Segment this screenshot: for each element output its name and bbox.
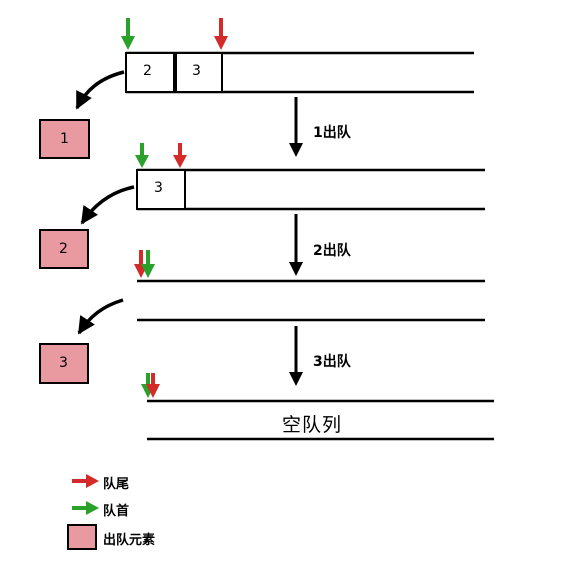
dequeued-box	[39, 119, 90, 159]
legend-head-label: 队首	[103, 504, 130, 519]
dequeued-box	[39, 343, 89, 384]
dequeued-box	[39, 229, 89, 269]
queue-cell	[175, 52, 223, 93]
dequeue-curved-arrow	[77, 298, 124, 335]
queue-cell-label: 3	[154, 180, 163, 196]
queue-state-2	[80, 143, 485, 225]
step-label-1: 1出队	[313, 125, 351, 141]
legend-dequeued-label: 出队元素	[103, 533, 156, 548]
empty-queue-label: 空队列	[282, 414, 343, 436]
tail-arrow-icon	[146, 373, 160, 398]
legend	[67, 474, 99, 550]
queue-state-empty	[141, 373, 494, 441]
step-label-3: 3出队	[313, 354, 351, 370]
dequeued-label: 3	[59, 355, 68, 371]
queue-state-3	[77, 250, 485, 335]
queue-cell-label: 3	[192, 63, 201, 79]
head-arrow-icon	[121, 18, 135, 50]
queue-cell	[136, 169, 186, 210]
step-down-arrow-icon	[289, 326, 303, 386]
queue-cell	[125, 52, 175, 93]
step-down-arrow-icon	[289, 214, 303, 276]
step-label-2: 2出队	[313, 243, 351, 259]
head-arrow-icon	[141, 250, 155, 278]
queue-state-1	[75, 18, 474, 110]
legend-head-arrow-icon	[72, 501, 99, 515]
dequeue-curved-arrow	[75, 70, 125, 110]
head-arrow-icon	[135, 143, 149, 168]
dequeued-label: 2	[59, 241, 68, 257]
dequeued-label: 1	[60, 131, 69, 147]
step-down-arrow-icon	[289, 97, 303, 157]
legend-tail-label: 队尾	[103, 477, 130, 492]
tail-arrow-icon	[173, 143, 187, 168]
dequeue-curved-arrow	[80, 185, 135, 225]
legend-dequeued-swatch	[67, 524, 97, 550]
legend-tail-arrow-icon	[72, 474, 99, 488]
queue-cell-label: 2	[143, 63, 152, 79]
tail-arrow-icon	[214, 18, 228, 50]
